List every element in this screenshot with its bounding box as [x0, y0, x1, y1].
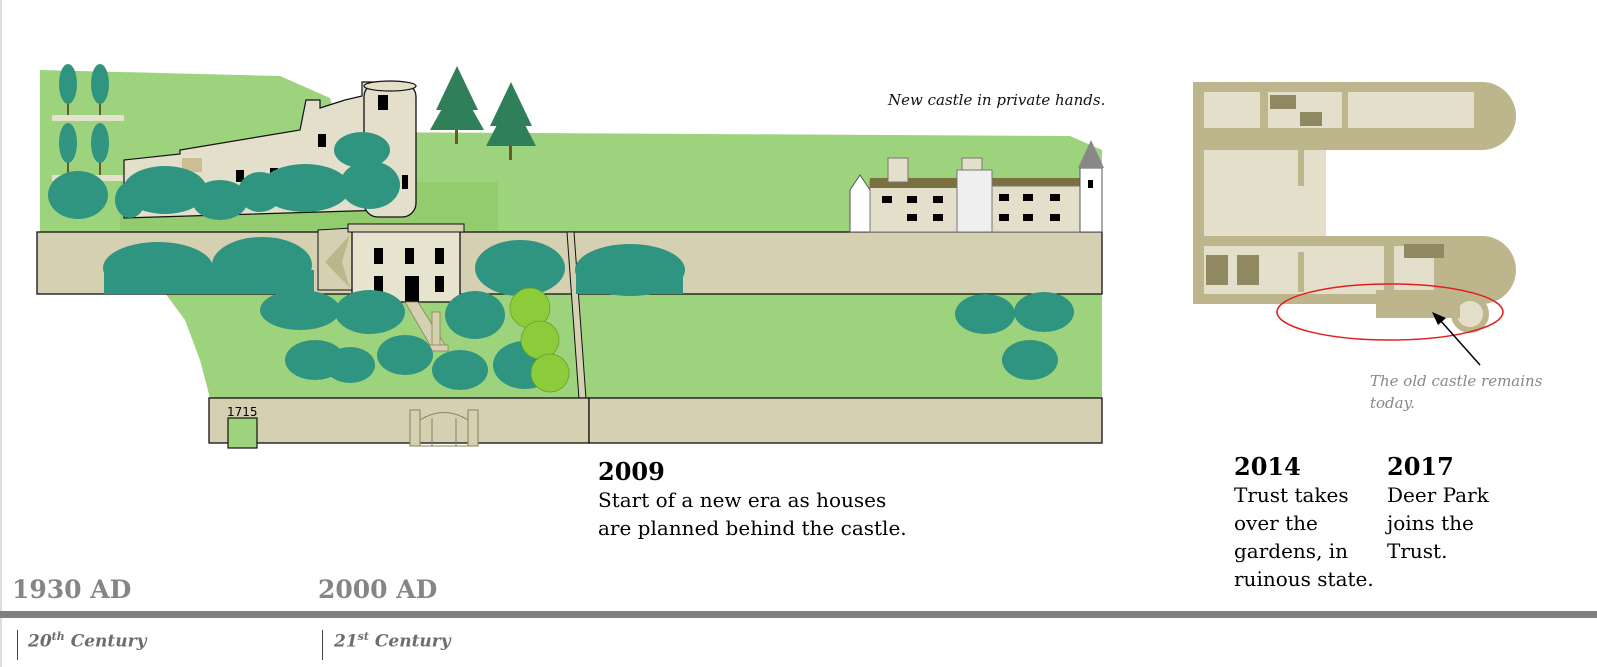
garden-steps [404, 301, 449, 352]
garden-wall-lower-left [208, 397, 590, 444]
garden-house [317, 223, 465, 303]
event-year: 2017 [1387, 452, 1454, 481]
event-year: 2014 [1234, 452, 1301, 481]
floor-plan [1193, 82, 1516, 333]
marker-1715-box [227, 417, 258, 449]
event-text: Deer Park joins the Trust. [1387, 483, 1489, 563]
old-castle-arrow [1439, 319, 1481, 366]
timeline-tick-21st [322, 630, 323, 660]
old-castle-highlight-circle [1276, 283, 1504, 341]
event-year: 2009 [598, 457, 665, 486]
century-label-20th: 20th Century [28, 630, 147, 652]
marker-1715-label: 1715 [227, 405, 258, 419]
round-bushes [509, 287, 570, 393]
new-castle-note: New castle in private hands. [888, 91, 1106, 109]
arrow-head [1432, 312, 1446, 325]
event-2009: 2009 Start of a new era as houses are pl… [598, 458, 928, 542]
old-castle-note: The old castle remains today. [1370, 372, 1543, 412]
new-castle [849, 140, 1104, 233]
event-text: Start of a new era as houses are planned… [598, 488, 907, 540]
event-2014: 2014 Trust takes over the gardens, in ru… [1234, 453, 1384, 593]
tree-clusters-wall [103, 237, 685, 296]
garden-gate [409, 409, 479, 447]
timeline-tick-20th [17, 630, 18, 660]
era-label-1930: 1930 AD [12, 575, 132, 604]
timeline-bar [0, 611, 1597, 618]
era-label-2000: 2000 AD [318, 575, 438, 604]
event-2017: 2017 Deer Park joins the Trust. [1387, 453, 1537, 565]
tree-clusters-upper [48, 132, 400, 220]
century-label-21st: 21st Century [334, 630, 451, 652]
garden-wall-upper-right [571, 231, 1103, 295]
event-text: Trust takes over the gardens, in ruinous… [1234, 483, 1374, 591]
conifer-trees [430, 66, 536, 160]
garden-wall-lower-right [588, 397, 1103, 444]
